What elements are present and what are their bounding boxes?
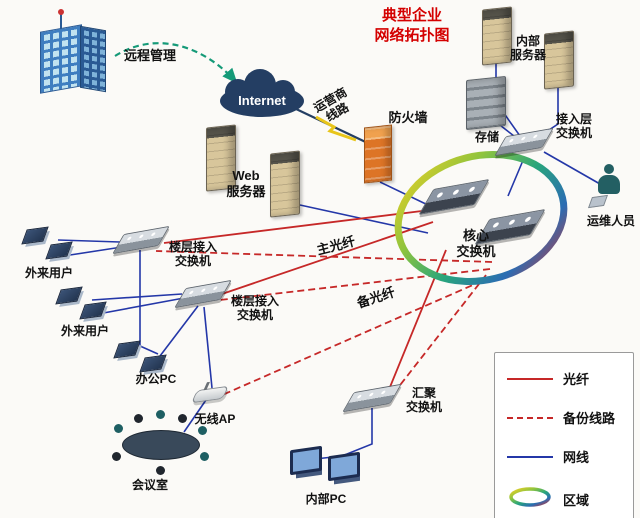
external-user-2-label: 外来用户 [60,324,109,338]
core-switch-label: 核心 交换机 [456,228,496,259]
legend-item-zone: 区域 [507,486,621,513]
legend-label-lan-cable: 网线 [563,450,590,465]
backup-fiber-line [219,280,483,397]
lan-line [139,345,159,355]
chair-dot [156,466,165,475]
person-dot [114,424,123,433]
meeting-room-icon [112,404,212,484]
backup-fiber-line [396,274,487,390]
storage-icon [466,75,506,131]
floor-switch-2-label: 楼层接入 交换机 [230,294,279,323]
ops-staff-icon [596,164,622,196]
backup-fiber-line [219,268,491,301]
legend: 光纤 备份线路 网线 [494,352,634,518]
internal-pc-icon-2 [328,451,360,482]
internet-label: Internet [238,93,286,108]
legend-item-backup-line: 备份线路 [507,408,621,427]
legend-item-lan-cable: 网线 [507,447,621,466]
legend-label-fiber: 光纤 [563,372,590,387]
lan-line [97,297,185,315]
lan-cable-sample [507,455,553,458]
lan-line [183,399,207,433]
backup-fiber-line [155,250,493,263]
lan-line [91,293,183,301]
building-front-face [40,24,82,94]
external-user-1-label: 外来用户 [24,266,73,280]
lan-line [159,305,199,357]
storage-label: 存储 [474,130,499,144]
office-pc-label: 办公PC [135,372,177,386]
wireless-ap-label: 无线AP [194,412,236,426]
lan-line [57,239,121,243]
aggregation-switch-label: 汇聚 交换机 [405,386,442,415]
internal-pc-label: 内部PC [305,492,347,506]
fiber-line [163,209,431,244]
conference-table [122,430,200,460]
lan-line [305,408,373,461]
firewall-icon [364,124,392,184]
legend-label-zone: 区域 [563,493,590,508]
access-layer-switch-label: 接入层 交换机 [555,112,592,141]
carrier-line-segment [315,115,357,142]
internet-cloud-icon [220,69,304,117]
lan-line [379,181,431,207]
legend-item-fiber: 光纤 [507,369,621,388]
lan-line [543,151,601,185]
lan-line [507,157,525,197]
legend-label-backup-line: 备份线路 [563,411,616,426]
person-dot [200,452,209,461]
person-dot [198,426,207,435]
zone-ring [394,151,568,285]
chair-dot [178,414,187,423]
remote-management-label: 远程管理 [123,48,176,63]
building-side-face [80,25,106,93]
web-server-label: Web 服务器 [226,168,266,199]
meeting-room-label: 会议室 [131,478,168,492]
lan-line [69,246,123,256]
remote-management-arrow [114,42,238,84]
person-dot [156,410,165,419]
chair-dot [134,414,143,423]
chair-dot [112,452,121,461]
building-antenna [58,9,64,30]
floor-switch-1-label: 楼层接入 交换机 [168,240,217,269]
lan-line [203,306,213,389]
backup-line-sample [507,416,553,419]
web-server-icon-2 [270,150,300,218]
headquarters-building-icon [38,9,114,98]
ops-staff-label: 运维人员 [586,214,635,228]
zone-ring-sample [507,486,553,513]
firewall-label: 防火墙 [388,110,428,125]
backup-fiber-lines [155,250,493,397]
internal-pc-icon-1 [290,445,322,476]
fiber-line-sample [507,377,553,380]
diagram-title: 典型企业 网络拓扑图 [374,7,450,45]
internal-server-label: 内部 服务器 [509,34,546,63]
